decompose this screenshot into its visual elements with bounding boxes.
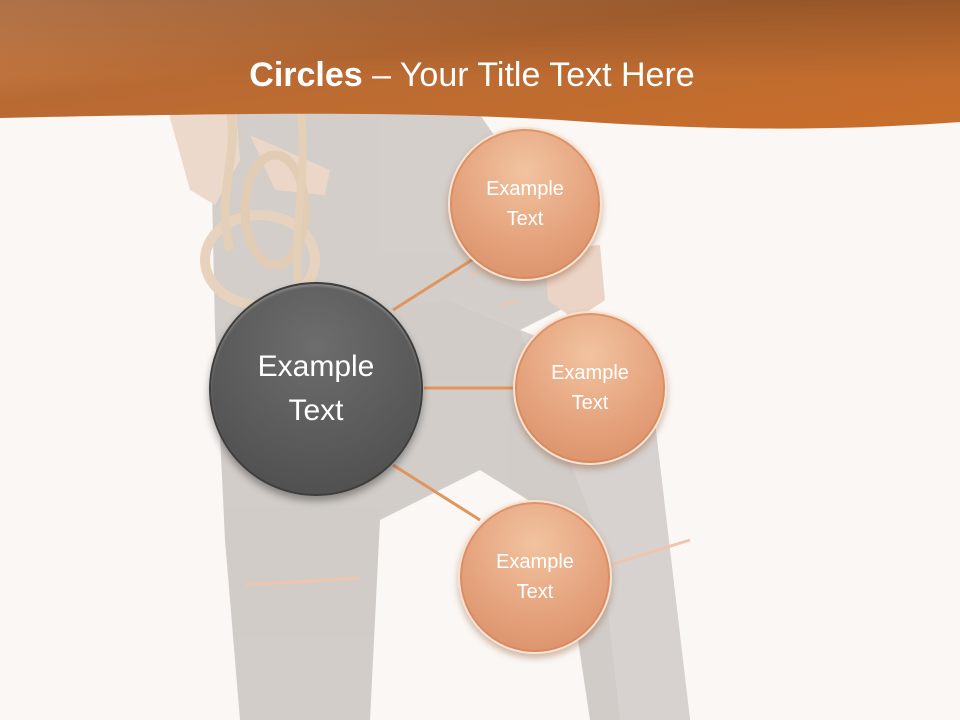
main-circle-line1: Example — [257, 350, 375, 383]
slide-title: Circles – Your Title Text Here — [0, 52, 944, 98]
title-bold: Circles — [249, 56, 363, 94]
node-3-line1: Example — [496, 551, 574, 573]
node-circle-1[interactable]: Example Text — [448, 127, 602, 281]
main-circle-line2: Text — [288, 394, 344, 427]
node-2-line1: Example — [551, 362, 629, 384]
node-1-line1: Example — [486, 178, 564, 200]
node-2-line2: Text — [571, 392, 609, 414]
node-circle-2[interactable]: Example Text — [513, 311, 667, 465]
main-circle[interactable]: Example Text — [209, 282, 423, 496]
node-circle-3[interactable]: Example Text — [458, 500, 612, 654]
connector-3 — [392, 463, 481, 522]
connector-1 — [392, 256, 476, 312]
node-3-line2: Text — [516, 581, 554, 603]
node-1-line2: Text — [506, 208, 544, 230]
header-band — [0, 0, 960, 129]
title-rest: – Your Title Text Here — [362, 56, 695, 94]
